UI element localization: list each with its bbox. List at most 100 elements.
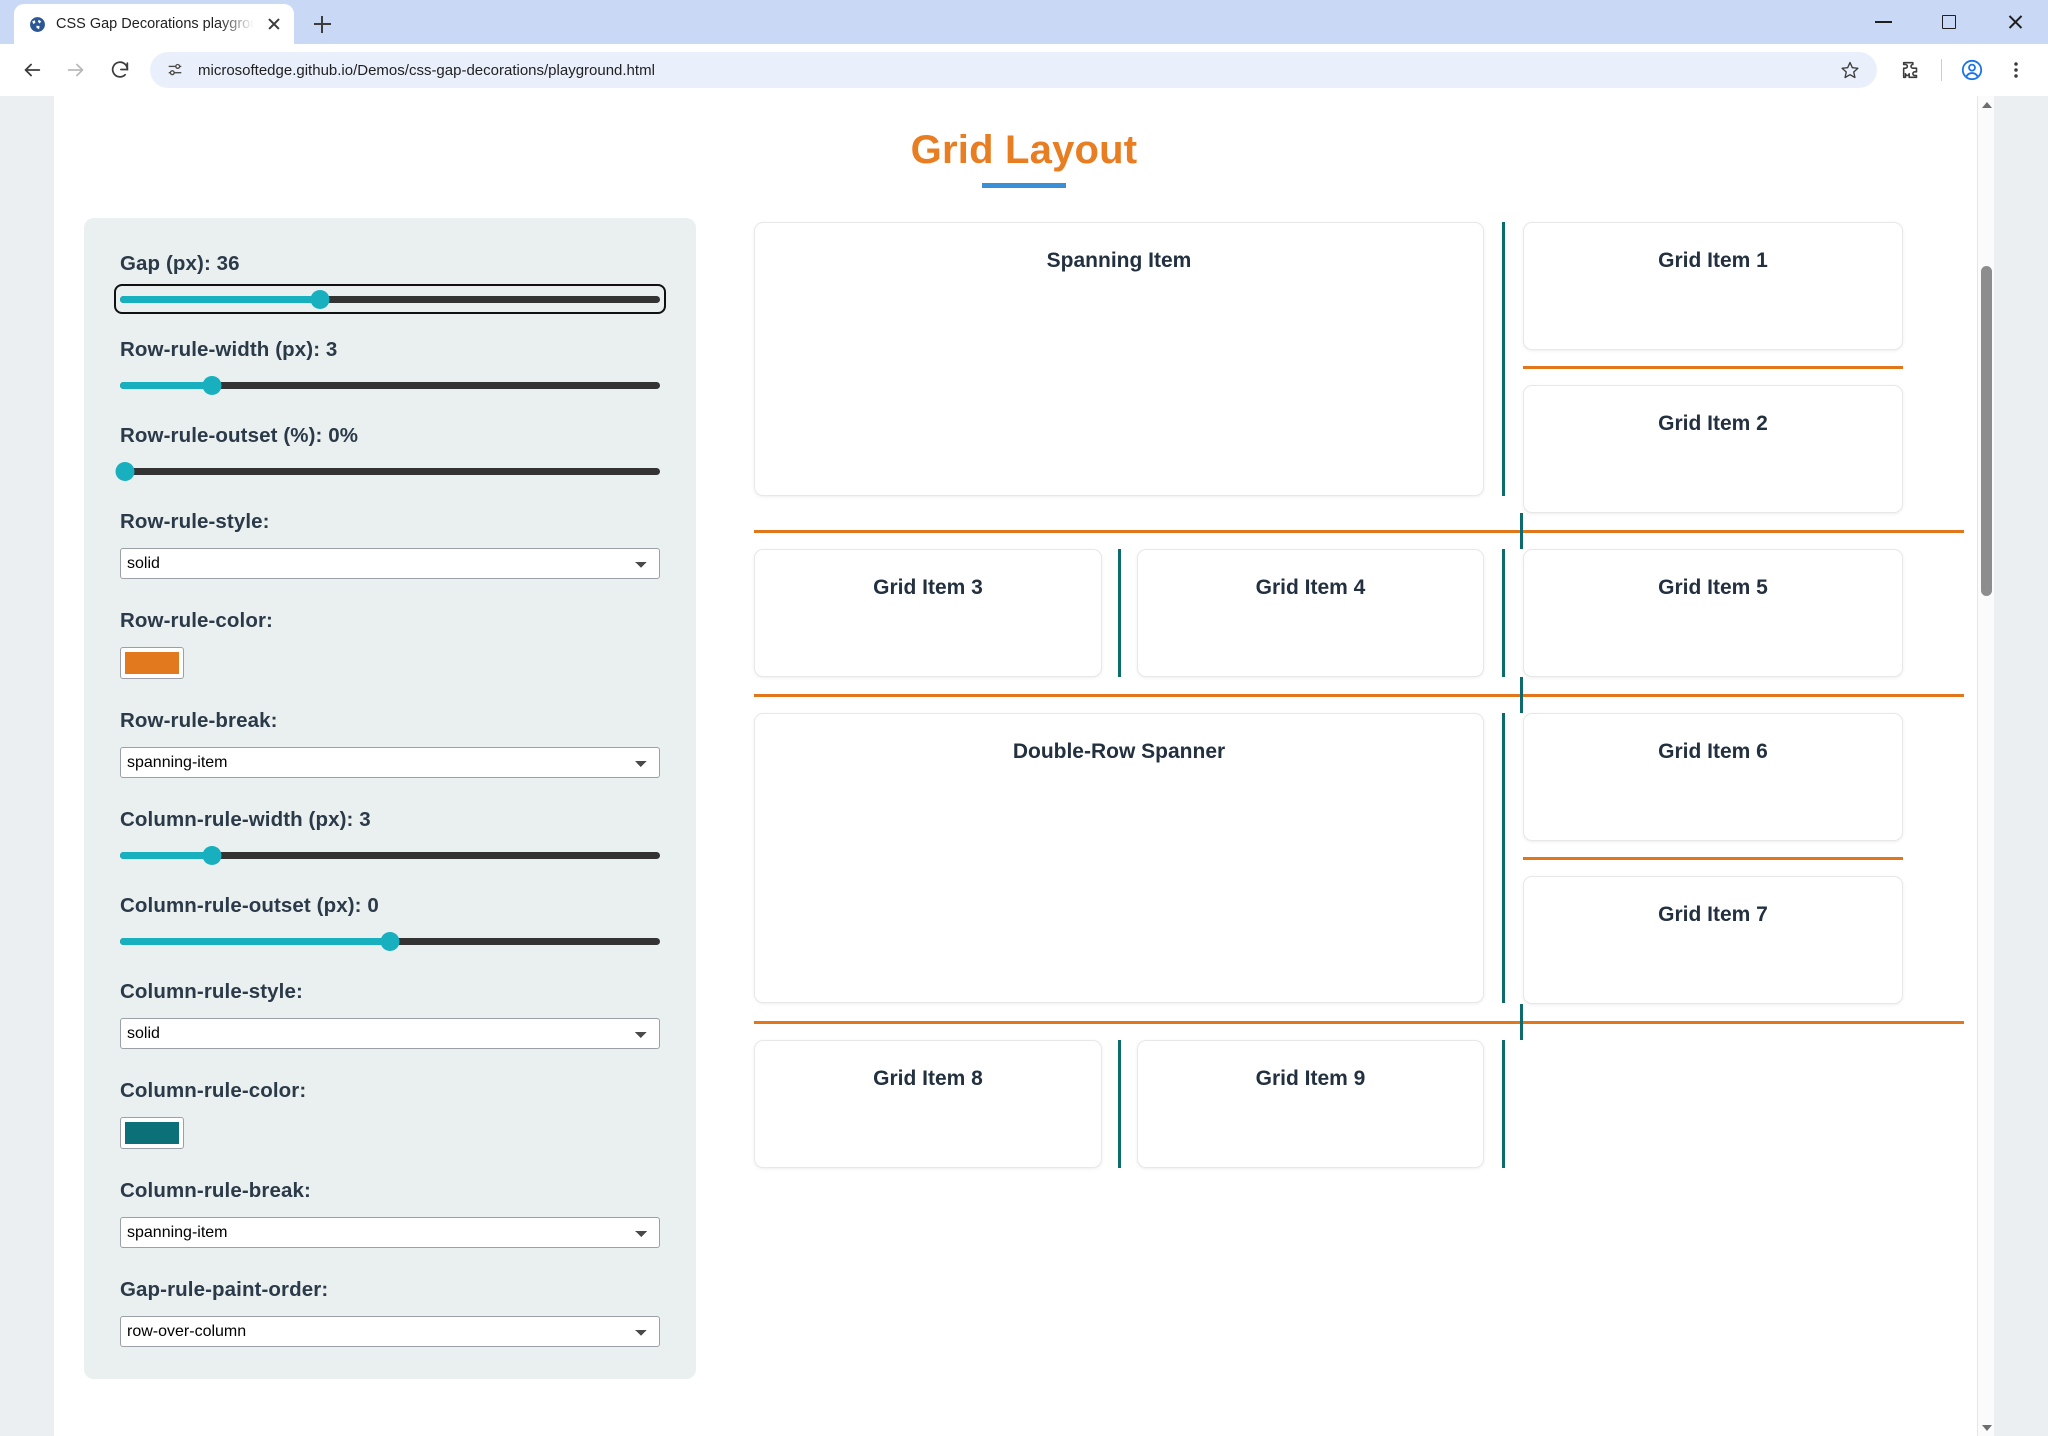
row-rule-1 [754,529,1964,533]
slider-thumb[interactable] [310,289,330,309]
column-rule-style-select[interactable]: solid [120,1018,660,1049]
grid-card-label: Spanning Item [1046,249,1192,272]
control-label-column-rule-width: Column-rule-width (px): 3 [120,808,371,831]
column-rule-crossing-1 [1520,513,1523,549]
grid-card-item-4[interactable]: Grid Item 4 [1137,549,1484,677]
grid-row-3: Double-Row Spanner Grid Item 6 [754,713,1964,1004]
globe-icon [28,15,46,33]
close-window-button[interactable] [1982,0,2048,44]
reload-icon[interactable] [100,50,140,90]
grid-col-left: Grid Item 3 Grid Item 4 [754,549,1484,677]
column-rule-outset-slider[interactable] [120,931,660,951]
grid-card-label: Grid Item 1 [1658,249,1768,272]
row-rule-right-2 [1523,857,1903,860]
gap-rule-paint-order-select[interactable]: row-over-column [120,1316,660,1347]
grid-card-label: Grid Item 5 [1658,576,1768,599]
grid-card-item-7[interactable]: Grid Item 7 [1523,876,1903,1004]
grid-card-item-1[interactable]: Grid Item 1 [1523,222,1903,350]
extensions-puzzle-icon[interactable] [1891,50,1931,90]
profile-avatar-icon[interactable] [1952,50,1992,90]
grid-row-2: Grid Item 3 Grid Item 4 [754,549,1964,677]
maximize-button[interactable] [1916,0,1982,44]
title-underline [982,183,1066,188]
forward-arrow-icon[interactable] [56,50,96,90]
control-row-rule-style: Row-rule-style: solid [120,510,660,579]
row-rule-color-fill [125,652,179,674]
slider-thumb[interactable] [380,931,400,951]
slider-fill [120,851,212,859]
star-icon[interactable] [1835,55,1865,85]
grid-card-spanning-item[interactable]: Spanning Item [754,222,1484,496]
control-label-gap: Gap (px): 36 [120,252,240,275]
browser-titlebar: CSS Gap Decorations playground [0,0,2048,44]
control-label-row-rule-color: Row-rule-color: [120,609,273,632]
browser-tab[interactable]: CSS Gap Decorations playground [14,4,294,44]
grid-card-item-9[interactable]: Grid Item 9 [1137,1040,1484,1168]
row-rule-outset-slider[interactable] [115,461,660,481]
column-rule-width-slider[interactable] [120,845,660,865]
grid-col-right-empty [1523,1040,1903,1168]
row-rule-2 [754,693,1964,697]
address-bar-url: microsoftedge.github.io/Demos/css-gap-de… [198,61,655,79]
slider-thumb[interactable] [202,845,222,865]
controls-panel: Gap (px): 36 Row-rule-width (px): 3 [84,218,696,1379]
row-rule-3 [754,1020,1964,1024]
grid-card-item-5[interactable]: Grid Item 5 [1523,549,1903,677]
column-rule-2 [1502,549,1505,677]
grid-card-label: Grid Item 6 [1658,740,1768,763]
control-label-gap-rule-paint-order: Gap-rule-paint-order: [120,1278,329,1301]
grid-card-label: Grid Item 3 [873,576,983,599]
row-rule-break-select[interactable]: spanning-item [120,747,660,778]
scroll-down-arrow-icon[interactable] [1978,1419,1994,1436]
playground-layout: Gap (px): 36 Row-rule-width (px): 3 [84,218,1964,1379]
scroll-up-arrow-icon[interactable] [1978,96,1994,113]
tab-title: CSS Gap Decorations playground [56,16,254,32]
slider-fill [120,937,390,945]
minimize-button[interactable] [1850,0,1916,44]
column-rule-crossing-3 [1520,1004,1523,1040]
tab-close-icon[interactable] [264,14,284,34]
grid-card-label: Grid Item 7 [1658,903,1768,926]
slider-track [120,295,660,303]
address-bar[interactable]: microsoftedge.github.io/Demos/css-gap-de… [150,52,1877,88]
slider-track [120,467,660,475]
grid-card-item-3[interactable]: Grid Item 3 [754,549,1102,677]
grid-gap-row-2 [754,677,1964,713]
control-row-rule-outset: Row-rule-outset (%): 0% [115,424,660,481]
grid-demo: Spanning Item Grid Item 1 [754,218,1964,1168]
slider-thumb[interactable] [115,461,135,481]
column-rule-color-swatch[interactable] [120,1117,184,1149]
column-rule-break-select[interactable]: spanning-item [120,1217,660,1248]
row-rule-width-slider[interactable] [120,375,660,395]
slider-thumb[interactable] [202,375,222,395]
row-rule-style-select[interactable]: solid [120,548,660,579]
grid-card-item-8[interactable]: Grid Item 8 [754,1040,1102,1168]
grid-card-item-6[interactable]: Grid Item 6 [1523,713,1903,841]
control-label-row-rule-break: Row-rule-break: [120,709,278,732]
column-rule-3 [1502,713,1505,1003]
site-settings-icon[interactable] [164,59,186,81]
grid-card-double-row-spanner[interactable]: Double-Row Spanner [754,713,1484,1003]
control-label-column-rule-break: Column-rule-break: [120,1179,311,1202]
slider-track [120,851,660,859]
grid-card-item-2[interactable]: Grid Item 2 [1523,385,1903,513]
scrollbar-thumb[interactable] [1981,266,1992,596]
grid-card-label: Grid Item 9 [1255,1067,1366,1090]
control-row-rule-width: Row-rule-width (px): 3 [120,338,660,395]
gap-slider[interactable] [114,284,666,314]
control-column-rule-width: Column-rule-width (px): 3 [120,808,660,865]
grid-card-label: Double-Row Spanner [1012,740,1226,763]
page-scrollbar[interactable] [1977,96,1994,1436]
control-gap-rule-paint-order: Gap-rule-paint-order: row-over-column [120,1278,660,1347]
three-dot-menu-icon[interactable] [1996,50,2036,90]
new-tab-button[interactable] [302,4,342,44]
page-viewport: Grid Layout Gap (px): 36 [0,96,2048,1436]
grid-col-right: Grid Item 6 Grid Item 7 [1523,713,1903,1004]
browser-toolbar: microsoftedge.github.io/Demos/css-gap-de… [0,44,2048,96]
slider-track [120,381,660,389]
row-rule-color-swatch[interactable] [120,647,184,679]
back-arrow-icon[interactable] [12,50,52,90]
control-label-column-rule-outset: Column-rule-outset (px): 0 [120,894,379,917]
grid-card-label: Grid Item 8 [873,1067,983,1090]
